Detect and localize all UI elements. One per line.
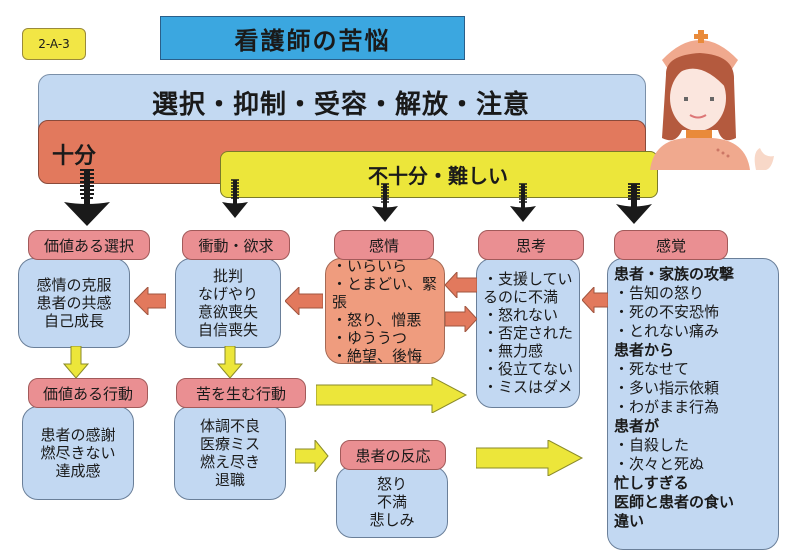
- box-line: 意欲喪失: [197, 303, 258, 321]
- arrow-down-impulse-to-action: [216, 345, 244, 382]
- nurse-icon: [640, 20, 790, 170]
- box-line: 達成感: [55, 462, 101, 480]
- tag-impulse: 衝動・欲求: [182, 230, 290, 260]
- sense-heading: 医師と患者の食い: [614, 493, 735, 511]
- box-line: るのに不満: [483, 288, 559, 306]
- box-line: 自信喪失: [197, 321, 258, 339]
- box-line: ・怒れない: [483, 306, 559, 324]
- box-line: 燃尽きない: [40, 444, 116, 462]
- arrow-right-action-to-thought: [315, 376, 468, 417]
- arrow-left-thought-to-emotion: [444, 270, 478, 302]
- box-patient-reaction: 怒り 不満 悲しみ: [336, 466, 448, 538]
- page-title: 看護師の苦悩: [160, 16, 465, 60]
- box-line: 患者の共感: [36, 294, 112, 312]
- box-line: 燃え尽き: [199, 453, 260, 471]
- sense-item: ・死なせて: [614, 360, 690, 378]
- box-line: ・否定された: [483, 324, 574, 342]
- box-line: ・ゆううつ: [332, 329, 408, 347]
- sense-heading: 違い: [614, 512, 645, 530]
- arrow-left-sense-to-thought: [581, 285, 609, 317]
- band-insufficient: [220, 151, 658, 198]
- box-line: ・無力感: [483, 342, 544, 360]
- band-strategies-label: 選択・抑制・受容・解放・注意: [151, 90, 530, 120]
- arrow-down-sufficient: [62, 168, 112, 228]
- sense-heading: 忙しすぎる: [614, 474, 689, 492]
- box-suffering-action: 体調不良 医療ミス 燃え尽き 退職: [174, 406, 286, 500]
- band-sufficient-label: 十分: [52, 144, 97, 169]
- box-line: ・いらいら: [332, 257, 408, 275]
- box-value-choice: 感情の克服 患者の共感 自己成長: [18, 258, 130, 348]
- sense-heading: 患者から: [614, 341, 675, 359]
- arrow-right-emotion-to-thought: [444, 304, 478, 336]
- sense-item: ・死の不安恐怖: [614, 303, 720, 321]
- box-line: 悲しみ: [369, 511, 415, 529]
- tag-value-action: 価値ある行動: [28, 378, 148, 408]
- arrow-right-reaction-to-sense: [475, 439, 584, 480]
- arrow-down-emotion: [370, 182, 400, 224]
- arrow-left-impulse-to-choice: [133, 285, 167, 319]
- arrow-down-thought: [508, 182, 538, 224]
- box-thought: ・支援してい るのに不満 ・怒れない ・否定された ・無力感 ・役立てない ・ミ…: [476, 258, 580, 408]
- arrow-down-impulse: [220, 178, 250, 220]
- box-line: ・とまどい、緊張: [332, 275, 438, 311]
- box-line: なげやり: [197, 285, 258, 303]
- tag-emotion: 感情: [334, 230, 434, 260]
- box-value-action: 患者の感謝 燃尽きない 達成感: [22, 406, 134, 500]
- sense-item: ・次々と死ぬ: [614, 455, 705, 473]
- box-line: 批判: [212, 267, 243, 285]
- tag-suffering-action: 苦を生む行動: [176, 378, 306, 408]
- box-emotion: ・いらいら ・とまどい、緊張 ・怒り、憎悪 ・ゆううつ ・絶望、後悔: [325, 257, 445, 365]
- box-line: ・怒り、憎悪: [332, 311, 422, 329]
- tag-thought: 思考: [478, 230, 584, 260]
- sense-item: ・告知の怒り: [614, 284, 705, 302]
- box-line: 退職: [214, 471, 245, 489]
- tag-patient-reaction: 患者の反応: [340, 440, 446, 470]
- arrow-left-emotion-to-impulse: [284, 285, 324, 319]
- box-line: ・絶望、後悔: [332, 347, 423, 365]
- tag-value-choice: 価値ある選択: [28, 230, 150, 260]
- box-impulse: 批判 なげやり 意欲喪失 自信喪失: [175, 258, 281, 348]
- box-line: ・支援してい: [483, 270, 573, 288]
- box-line: 怒り: [376, 475, 407, 493]
- band-insufficient-label: 不十分・難しい: [368, 164, 508, 188]
- box-line: 患者の感謝: [40, 426, 116, 444]
- sense-item: ・とれない痛み: [614, 322, 720, 340]
- sense-item: ・自殺した: [614, 436, 690, 454]
- arrow-right-action-to-reaction: [294, 438, 329, 476]
- tag-sense: 感覚: [614, 230, 728, 260]
- box-sense: 患者・家族の攻撃・告知の怒り・死の不安恐怖・とれない痛み患者から・死なせて・多い…: [607, 258, 779, 550]
- box-line: 感情の克服: [36, 276, 112, 294]
- sense-item: ・わがまま行為: [614, 398, 720, 416]
- box-line: 自己成長: [43, 312, 104, 330]
- box-line: 体調不良: [199, 417, 260, 435]
- arrow-down-sense: [614, 182, 654, 226]
- slide-code-badge: 2-A-3: [22, 28, 86, 60]
- sense-heading: 患者が: [614, 417, 660, 435]
- box-line: ・ミスはダメ: [483, 378, 573, 396]
- sense-heading: 患者・家族の攻撃: [614, 265, 735, 283]
- box-line: 不満: [376, 493, 407, 511]
- box-line: ・役立てない: [483, 360, 574, 378]
- arrow-down-choice-to-action: [62, 345, 90, 382]
- box-line: 医療ミス: [199, 435, 260, 453]
- sense-item: ・多い指示依頼: [614, 379, 720, 397]
